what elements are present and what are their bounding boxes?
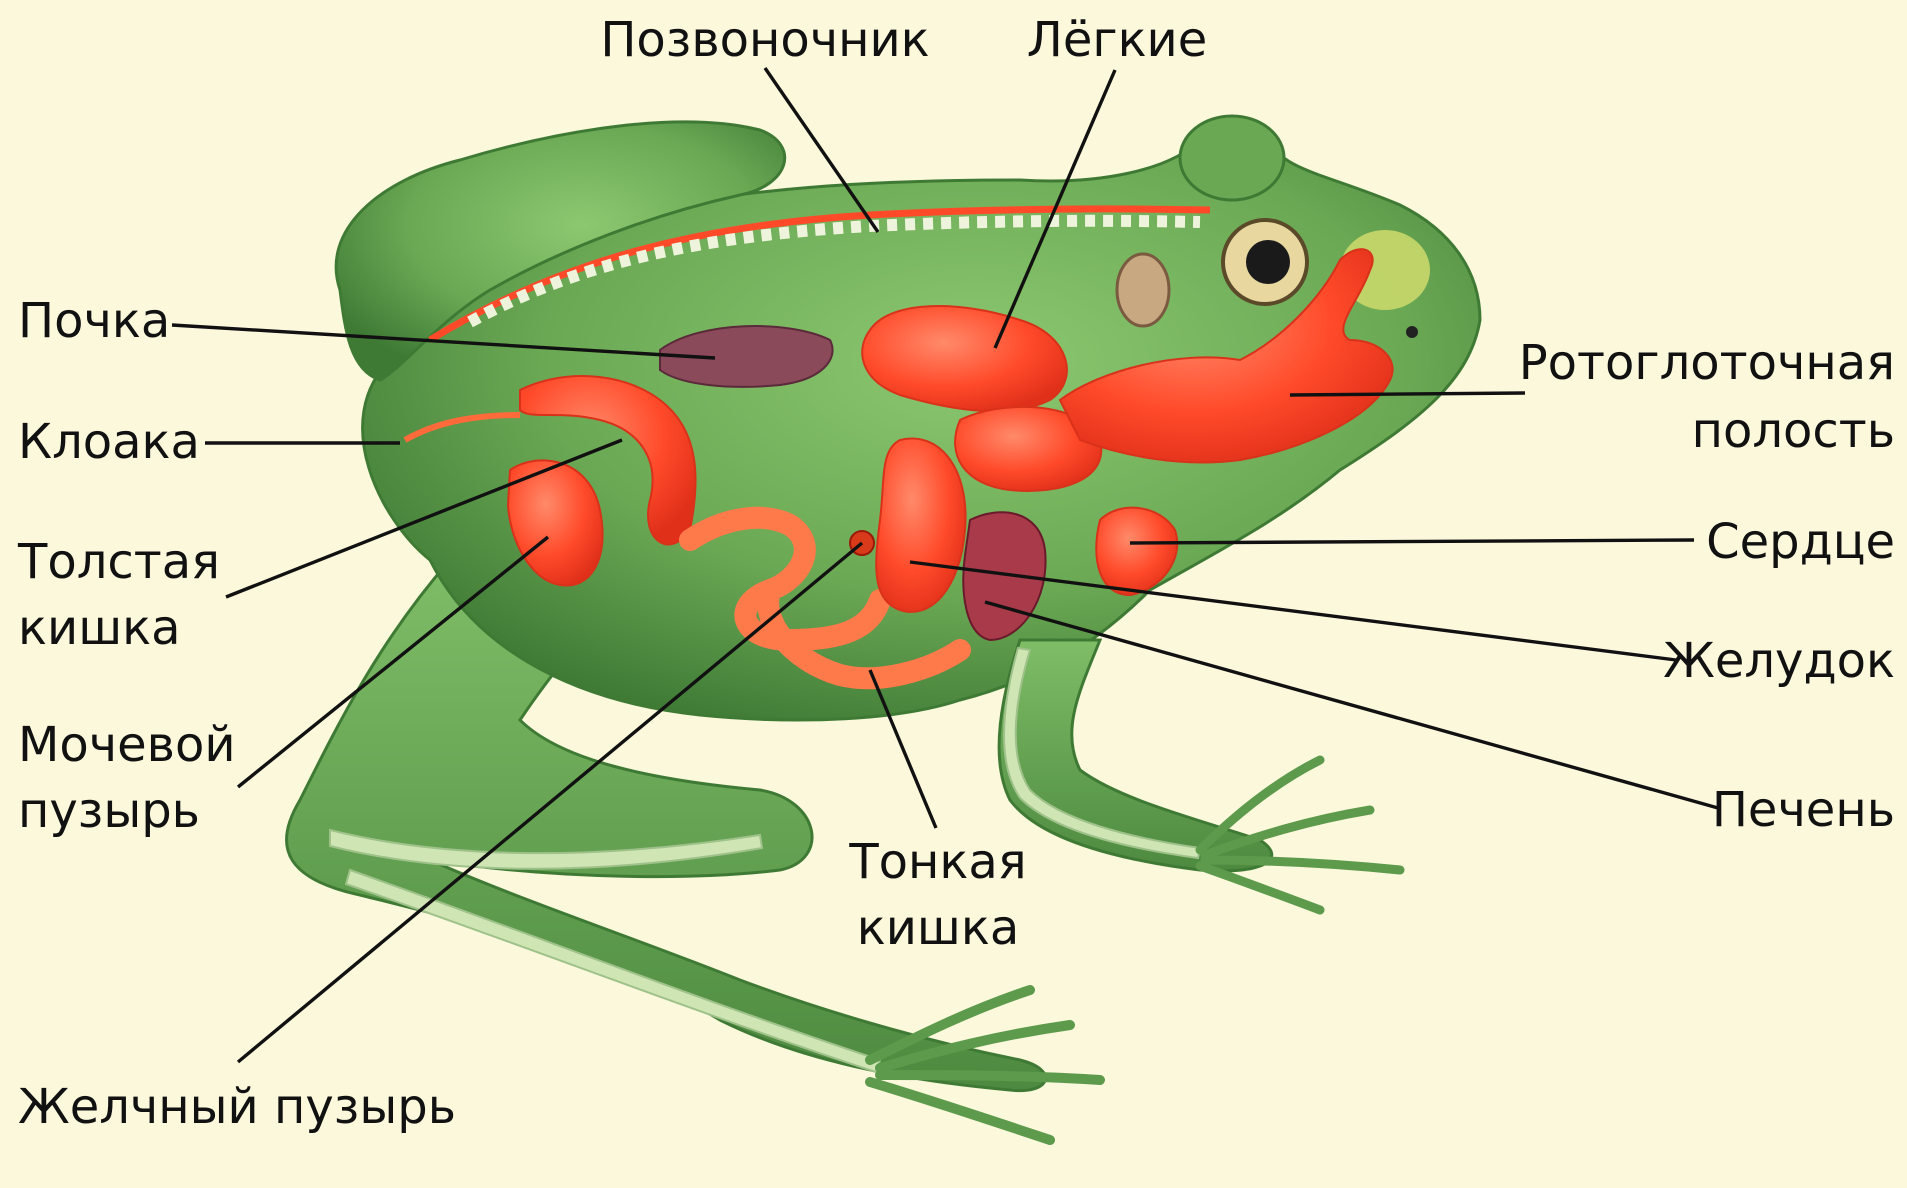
label-oropharynx-line1: Ротоглоточная bbox=[1519, 335, 1895, 391]
hind-leg-bone-lower bbox=[346, 870, 880, 1072]
label-oropharynx-line2: полость bbox=[1692, 403, 1895, 459]
pupil bbox=[1246, 240, 1290, 284]
label-lungs: Лёгкие bbox=[1027, 12, 1208, 68]
nostril bbox=[1406, 326, 1418, 338]
label-large-intestine-line2: кишка bbox=[18, 600, 181, 656]
leader-oropharynx bbox=[1290, 393, 1525, 395]
label-small-intestine-line1: Тонкая bbox=[848, 834, 1026, 890]
label-bladder-line1: Мочевой bbox=[18, 717, 236, 773]
label-stomach: Желудок bbox=[1663, 633, 1895, 689]
label-large-intestine-line1: Толстая bbox=[17, 534, 220, 590]
label-liver: Печень bbox=[1712, 782, 1895, 838]
eye-socket bbox=[1180, 116, 1284, 200]
label-spine: Позвоночник bbox=[600, 12, 929, 68]
label-kidney: Почка bbox=[18, 293, 170, 349]
label-cloaca: Клоака bbox=[18, 414, 200, 470]
leader-liver bbox=[985, 602, 1718, 808]
ear-drum bbox=[1117, 254, 1169, 326]
label-gallbladder: Желчный пузырь bbox=[18, 1079, 456, 1135]
frog-illustration bbox=[287, 116, 1481, 1140]
label-small-intestine-line2: кишка bbox=[857, 900, 1020, 956]
label-heart: Сердце bbox=[1706, 514, 1895, 570]
label-bladder-line2: пузырь bbox=[18, 783, 200, 839]
